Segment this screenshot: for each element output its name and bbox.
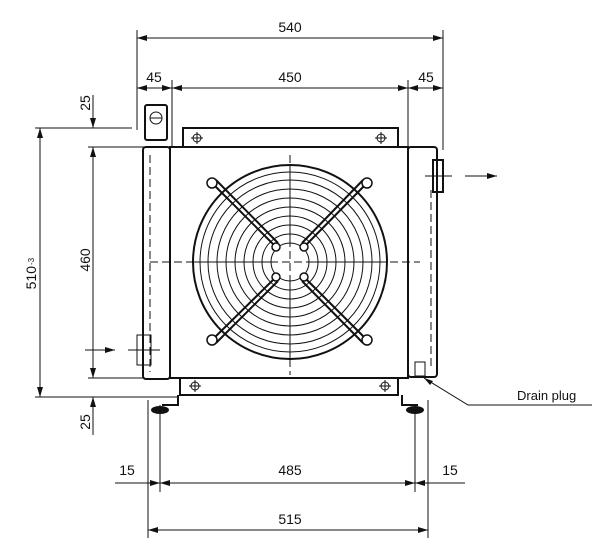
- dim-overall-height-tolerance: -3: [27, 257, 36, 265]
- dim-overall-height: 510 -3: [23, 257, 39, 289]
- centerlines: [150, 155, 420, 375]
- dimension-lines: [37, 35, 465, 533]
- dim-foot-right-offset: 15: [442, 462, 458, 478]
- dim-overall-height-value: 510: [23, 266, 39, 290]
- drain-plug-callout: Drain plug: [423, 377, 592, 406]
- dim-foot-left-offset: 15: [119, 462, 135, 478]
- dim-right-tank: 45: [418, 69, 434, 85]
- dim-core-width: 450: [278, 69, 302, 85]
- left-tank: [136, 104, 171, 380]
- dim-foot-spacing: 485: [278, 462, 302, 478]
- extension-lines: [35, 30, 444, 538]
- dim-left-tank: 45: [146, 69, 162, 85]
- dim-overall-width: 540: [278, 19, 302, 35]
- mounting-feet: [151, 395, 424, 414]
- bottom-bracket: [179, 377, 399, 396]
- dim-foot-span: 515: [278, 511, 302, 527]
- dim-top-offset: 25: [77, 95, 93, 111]
- dim-core-height: 460: [77, 248, 93, 272]
- drain-plug-label: Drain plug: [517, 388, 576, 403]
- dim-bottom-offset: 25: [77, 414, 93, 430]
- top-bracket: [182, 127, 399, 148]
- right-tank: [407, 146, 444, 378]
